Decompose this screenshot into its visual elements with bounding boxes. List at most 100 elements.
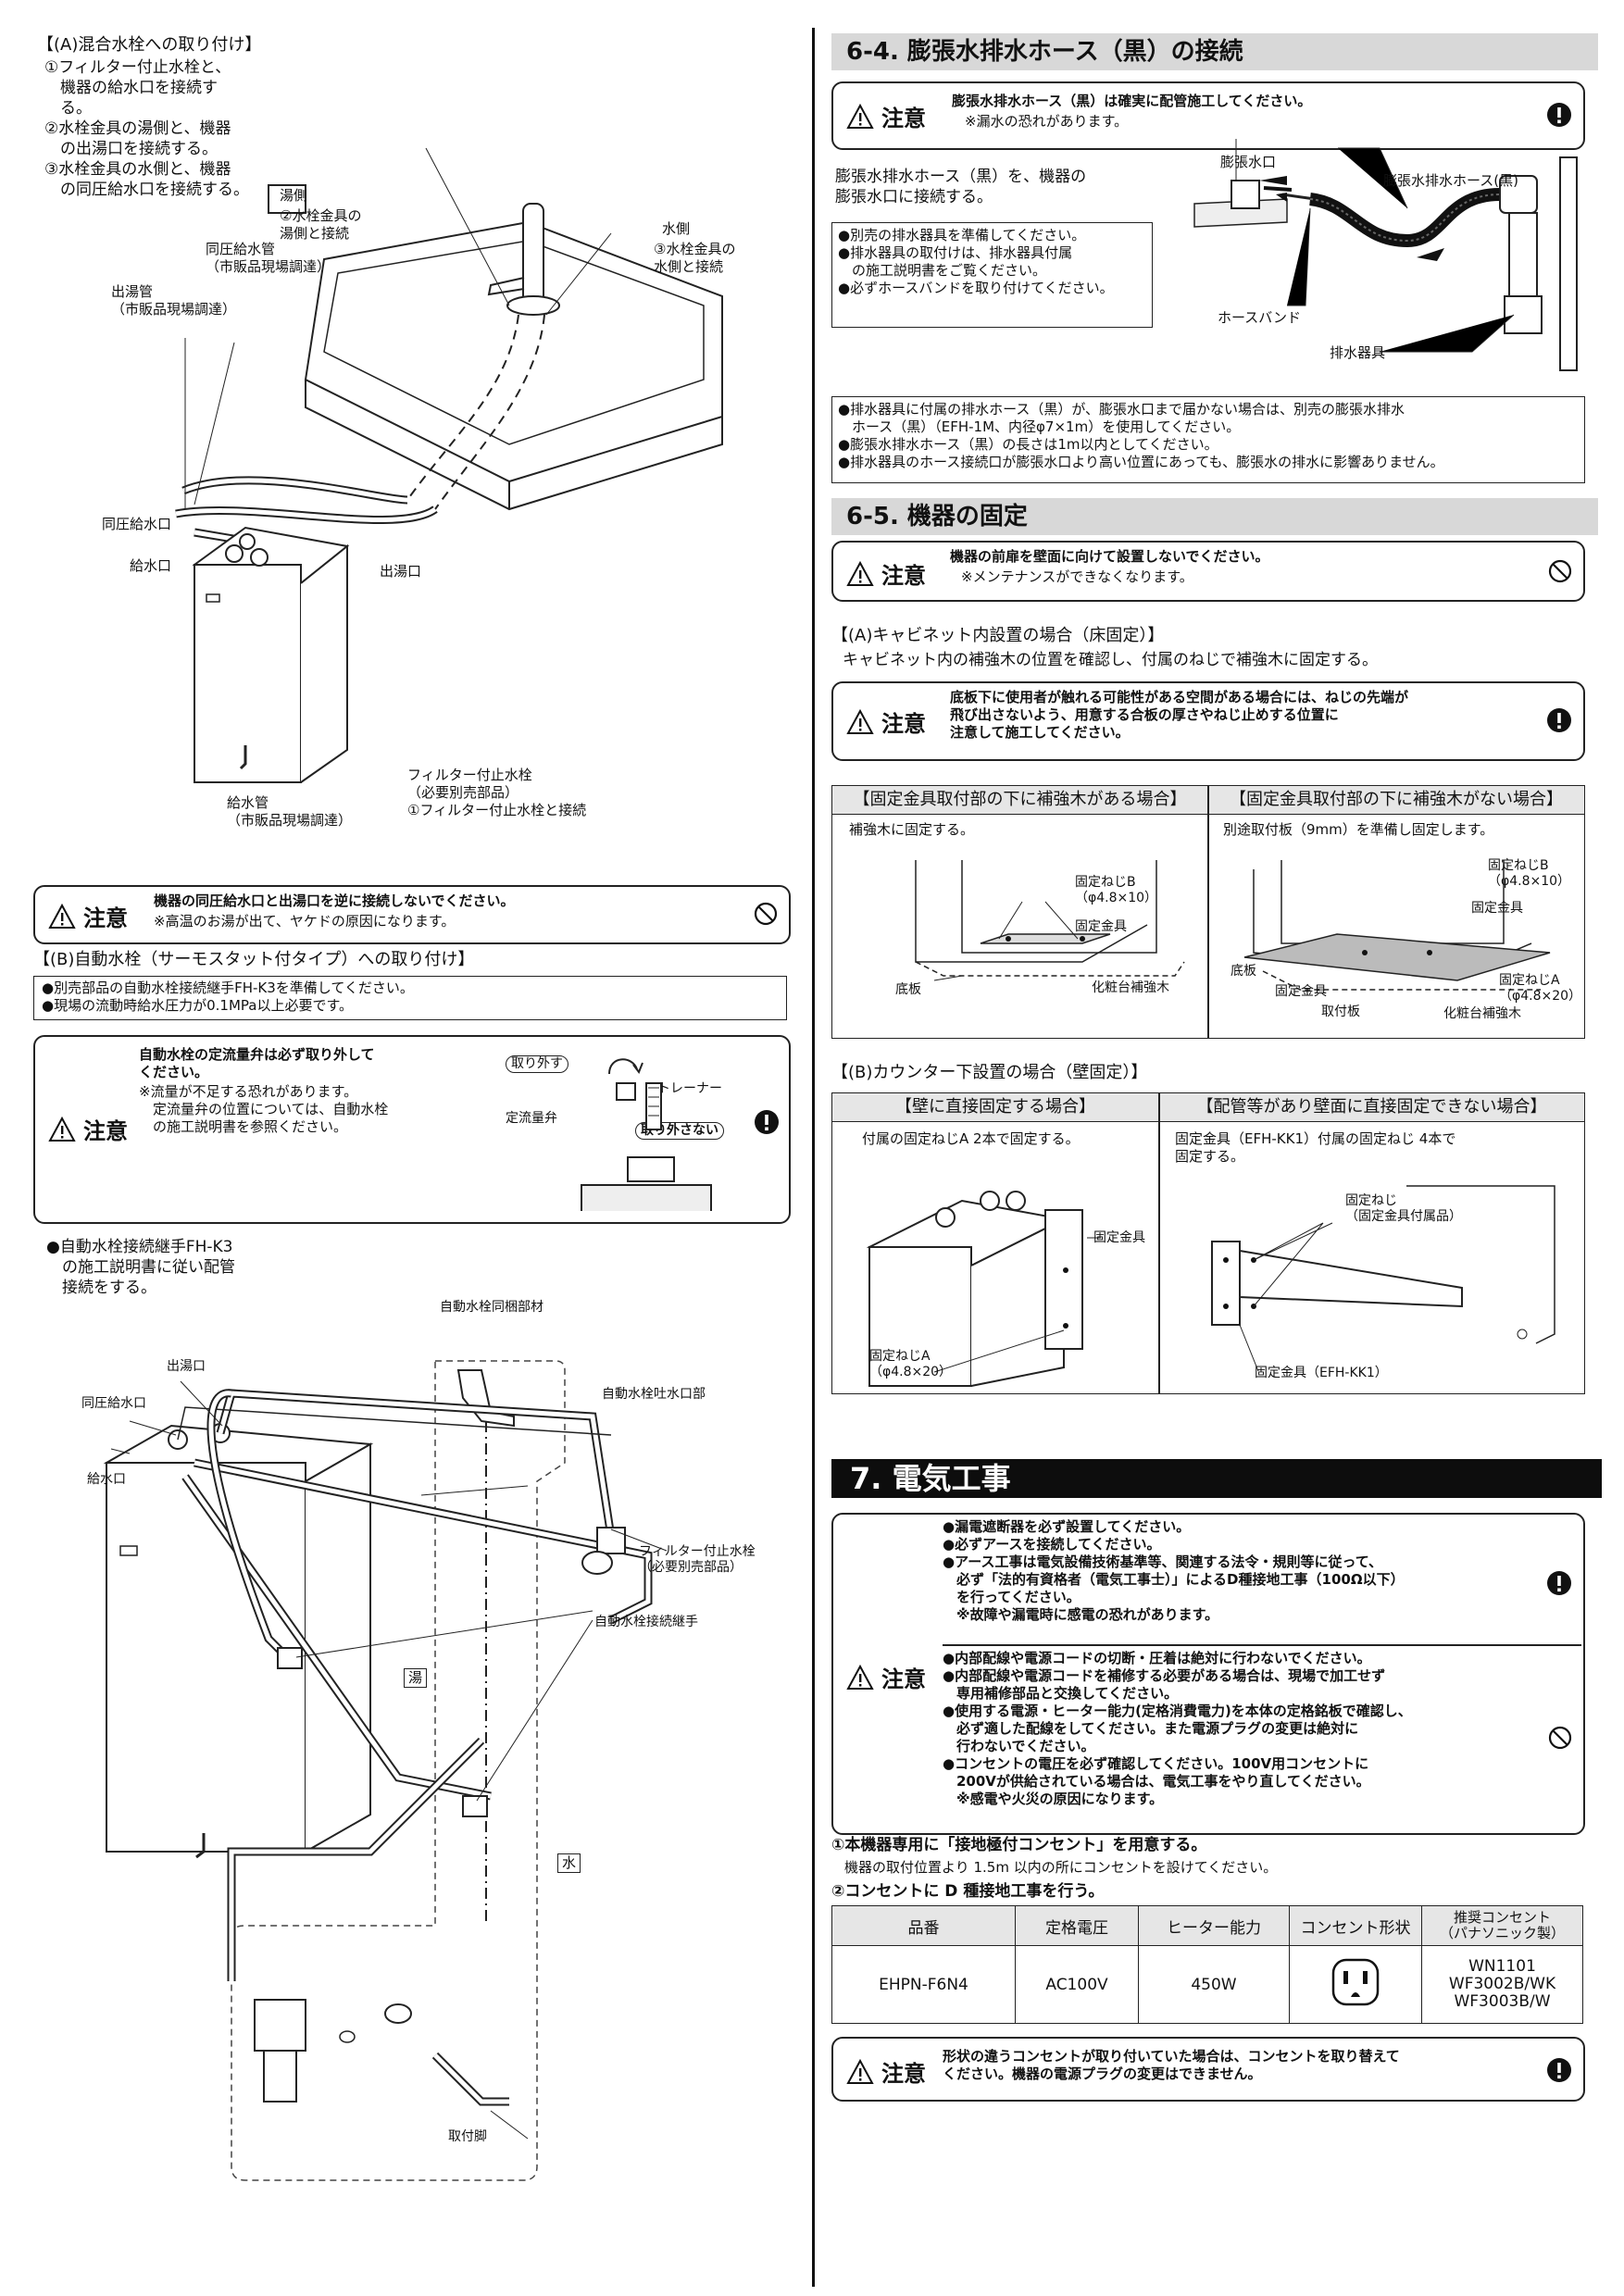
label-bracket-1: 固定金具 <box>1075 919 1127 934</box>
grounded-outlet-icon <box>1331 1958 1380 2006</box>
label-douatsu-pipe: 同圧給水管 （市販品現場調達） <box>206 241 331 275</box>
warning-triangle-icon <box>48 903 76 929</box>
spec-cell-heater: 450W <box>1138 1945 1290 2024</box>
label-remove: 取り外す <box>506 1055 568 1073</box>
floor-fix-diagram-2 <box>1243 860 1551 991</box>
label-bracket-2: 固定金具 <box>1471 901 1523 916</box>
floor-fix-cell-1: 補強木に固定する。 <box>849 821 975 838</box>
warning-triangle-icon <box>846 1664 874 1690</box>
section-6-4-notes: ●別売の排水器具を準備してください。 ●排水器具の取付けは、排水器具付属 の施工… <box>838 227 1114 296</box>
label-hose-band: ホースバンド <box>1218 309 1302 326</box>
label-yu-note: ②水栓金具の 湯側と接続 <box>280 207 362 242</box>
spec-cell-model: EHPN-F6N4 <box>831 1945 1016 2024</box>
caution-box-flow-valve: 注意 自動水栓の定流量弁は必ず取り外して ください。 ※流量が不足する恐れがあり… <box>33 1035 791 1224</box>
spec-cell-outlet-shape <box>1289 1945 1422 2024</box>
caution-sub-text: ※漏水の恐れがあります。 <box>965 113 1129 130</box>
caution-label: 注意 <box>881 2061 926 2087</box>
floor-fix-header-2: 【固定金具取付部の下に補強木がない場合】 <box>1208 786 1584 815</box>
floor-fix-cell-2: 別途取付板（9mm）を準備し固定します。 <box>1223 821 1494 838</box>
caution-main-text: 膨張水排水ホース（黒）は確実に配管施工してください。 <box>952 93 1312 109</box>
exclamation-icon <box>1547 103 1571 127</box>
label-deyu-pipe: 出湯管 （市販品現場調達） <box>111 283 237 318</box>
electrical-caution-group-2: ●内部配線や電源コードの切断・圧着は絶対に行わないでください。 ●内部配線や電源… <box>943 1650 1412 1807</box>
label-flow-valve: 定流量弁 <box>506 1111 557 1126</box>
label-reinforcement-1: 化粧台補強木 <box>1092 980 1169 995</box>
wall-fix-header-1: 【壁に直接固定する場合】 <box>832 1093 1158 1122</box>
warning-triangle-icon <box>846 708 874 734</box>
label-bundled-parts: 自動水栓同梱部材 <box>440 1300 543 1315</box>
label-b-deyu-port: 出湯口 <box>167 1359 206 1374</box>
label-b-joint: 自動水栓接続継手 <box>594 1615 698 1629</box>
wall-fix-cell-1: 付属の固定ねじA 2本で固定する。 <box>862 1130 1080 1147</box>
label-bottom-board-2: 底板 <box>1230 964 1256 979</box>
caution-label: 注意 <box>881 563 926 589</box>
label-screw-b-1: 固定ねじB （φ4.8×10） <box>1075 875 1158 905</box>
caution-box-hose: 注意 膨張水排水ホース（黒）は確実に配管施工してください。 ※漏水の恐れがありま… <box>831 81 1585 150</box>
caution-box-electrical: 注意 ●漏電遮断器を必ず設置してください。 ●必ずアースを接続してください。 ●… <box>831 1513 1585 1835</box>
spec-cell-voltage: AC100V <box>1015 1945 1139 2024</box>
label-b-douatsu-port: 同圧給水口 <box>81 1396 146 1411</box>
label-yu-side: 湯側 <box>280 187 308 204</box>
exclamation-icon <box>1547 708 1571 732</box>
section-6-5-a-title: 【(A)キャビネット内設置の場合（床固定）】 <box>831 626 1165 645</box>
spec-table: 品番 定格電圧 ヒーター能力 コンセント形状 推奨コンセント （パナソニック製）… <box>831 1905 1583 2024</box>
label-wall-bracket: 固定金具 <box>1093 1230 1145 1245</box>
section-7-header: 7. 電気工事 <box>831 1459 1602 1498</box>
caution-box-front-door: 注意 機器の前扉を壁面に向けて設置しないでください。 ※メンテナンスができなくな… <box>831 541 1585 602</box>
label-b-filter-valve: フィルター付止水栓 （必要別売部品） <box>639 1544 756 1575</box>
caution-main-text: 底板下に使用者が触れる可能性がある空間がある場合には、ねじの先端が 飛び出さない… <box>950 689 1409 741</box>
caution-label: 注意 <box>83 905 128 931</box>
caution-label: 注意 <box>881 106 926 131</box>
spec-table-row: EHPN-F6N4 AC100V 450W WN1101 WF3002B/WK … <box>831 1945 1583 2024</box>
caution-main-text: 形状の違うコンセントが取り付いていた場合は、コンセントを取り替えて ください。機… <box>943 2048 1400 2082</box>
prohibited-icon <box>1548 559 1572 583</box>
caution-box-screw-tips: 注意 底板下に使用者が触れる可能性がある空間がある場合には、ねじの先端が 飛び出… <box>831 681 1585 761</box>
heater-unit-a <box>192 526 350 783</box>
wall-fix-diagram-2 <box>1211 1185 1555 1372</box>
label-faucet-spout: 自動水栓吐水口部 <box>602 1387 706 1402</box>
label-mizu-note: ③水栓金具の 水側と接続 <box>654 241 736 275</box>
expansion-hose-diagram <box>1193 139 1578 371</box>
label-bottom-board-1: 底板 <box>895 982 921 997</box>
electrical-step-2: ②コンセントに D 種接地工事を行う。 <box>831 1882 1105 1901</box>
caution-main-text: 機器の同圧給水口と出湯口を逆に接続しないでください。 <box>154 892 515 909</box>
label-drain-fixture: 排水器具 <box>1330 344 1386 361</box>
spec-header-outlet-shape: コンセント形状 <box>1289 1905 1422 1946</box>
caution-box-outlet-shape: 注意 形状の違うコンセントが取り付いていた場合は、コンセントを取り替えて くださ… <box>831 2037 1585 2102</box>
label-douatsu-port: 同圧給水口 <box>102 516 172 532</box>
caution-label: 注意 <box>881 711 926 737</box>
warning-triangle-icon <box>846 560 874 586</box>
warning-triangle-icon <box>846 2058 874 2084</box>
caution-main-text: 自動水栓の定流量弁は必ず取り外して ください。 <box>139 1046 375 1080</box>
label-wall-screw-a: 固定ねじA （φ4.8×20） <box>869 1349 953 1379</box>
spec-cell-recommended: WN1101 WF3002B/WK WF3003B/W <box>1421 1945 1583 2024</box>
section-6-4-text: 膨張水排水ホース（黒）を、機器の 膨張水口に接続する。 <box>835 168 1087 206</box>
label-strainer: ストレーナー <box>644 1081 722 1096</box>
tag-hot: 湯 <box>404 1668 428 1688</box>
label-deyu-port: 出湯口 <box>380 563 422 580</box>
section-6-5-a-text: キャビネット内の補強木の位置を確認し、付属のねじで補強木に固定する。 <box>843 651 1378 669</box>
exclamation-icon <box>1547 1571 1571 1595</box>
label-expansion-inlet: 膨張水口 <box>1220 154 1277 170</box>
tag-cold: 水 <box>557 1853 581 1873</box>
label-bracket-3: 固定金具 <box>1275 984 1327 999</box>
figure-b-auto-faucet-diagram <box>103 1360 668 2181</box>
label-kyusui-pipe: 給水管 （市販品現場調達） <box>227 794 353 829</box>
caution-label: 注意 <box>83 1118 128 1144</box>
wall-fix-diagram-1 <box>866 1191 1101 1387</box>
section-b-follow: ●自動水栓接続継手FH-K3 の施工説明書に従い配管 接続をする。 <box>46 1238 235 1297</box>
electrical-step-1: ①本機器専用に「接地極付コンセント」を用意する。 <box>831 1836 1207 1854</box>
section-6-5-header: 6-5. 機器の固定 <box>831 498 1598 535</box>
section-b-title: 【(B)自動水栓（サーモスタット付タイプ）への取り付け】 <box>33 950 475 969</box>
label-mount-leg: 取付脚 <box>448 2129 487 2144</box>
spec-header-model: 品番 <box>831 1905 1016 1946</box>
spec-header-recommended: 推奨コンセント （パナソニック製） <box>1421 1905 1583 1946</box>
flow-valve-illustration <box>581 1058 712 1211</box>
spec-header-heater: ヒーター能力 <box>1138 1905 1290 1946</box>
caution-sub-text: ※高温のお湯が出て、ヤケドの原因になります。 <box>154 913 456 930</box>
prohibited-exclamation-icon <box>755 1110 779 1134</box>
label-kyusui-port: 給水口 <box>130 557 172 574</box>
caution-sub-text: ※メンテナンスができなくなります。 <box>961 568 1193 585</box>
caution-box-reverse-connection: 注意 機器の同圧給水口と出湯口を逆に接続しないでください。 ※高温のお湯が出て、… <box>33 885 791 944</box>
label-filter-valve: フィルター付止水栓 （必要別売部品） ①フィルター付止水栓と接続 <box>407 767 587 818</box>
